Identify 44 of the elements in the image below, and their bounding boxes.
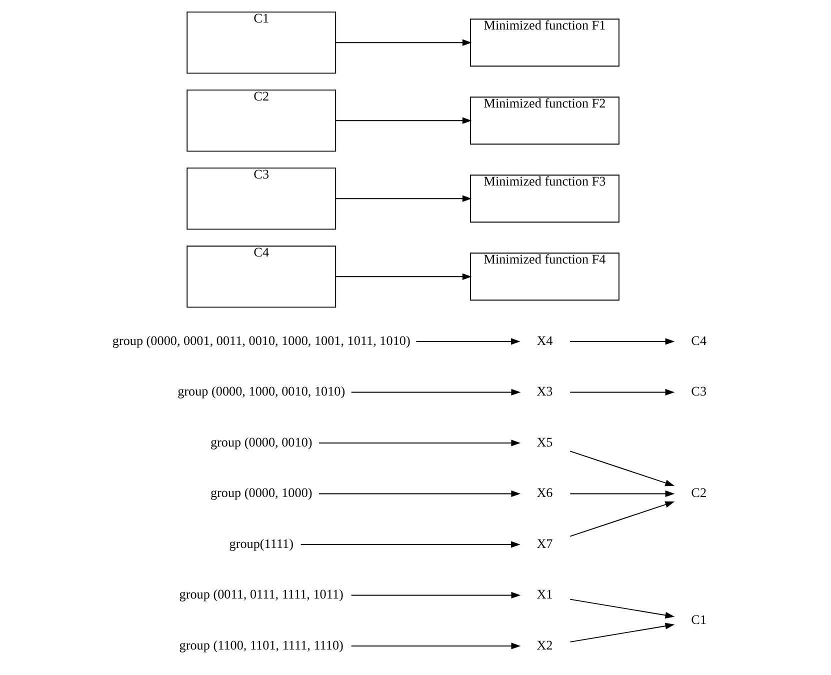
arrow <box>570 450 675 486</box>
node-box: Minimized function F2 <box>470 96 620 145</box>
node-text: group (0011, 0111, 1111, 1011) <box>179 586 344 602</box>
arrow <box>416 338 520 345</box>
arrow <box>350 592 521 599</box>
node-box: C3 <box>186 168 336 230</box>
node-text: group (0000, 0001, 0011, 0010, 1000, 1001, 1011, 1010) <box>112 332 410 348</box>
node-box: Minimized function F4 <box>470 252 620 301</box>
node-text: X5 <box>536 434 553 450</box>
arrow <box>350 642 521 650</box>
node-text: group(1111) <box>229 536 294 551</box>
arrow <box>570 501 675 537</box>
node-box: Minimized function F3 <box>470 174 620 223</box>
node-box: Minimized function F1 <box>470 18 620 67</box>
arrow <box>300 541 520 548</box>
arrow <box>570 598 675 618</box>
node-text: X3 <box>536 384 553 399</box>
arrow <box>318 440 521 446</box>
node-text: X4 <box>536 332 553 348</box>
arrow <box>570 338 675 345</box>
arrow <box>335 273 472 280</box>
arrow <box>335 195 472 202</box>
node-text: C1 <box>691 612 707 628</box>
node-box: C1 <box>186 12 336 74</box>
node-text: group (0000, 1000, 0010, 1010) <box>178 384 346 399</box>
node-text: group (0000, 1000) <box>210 485 312 500</box>
node-box: C2 <box>186 90 336 152</box>
arrow <box>335 39 472 46</box>
node-text: X2 <box>536 637 553 652</box>
node-text: C4 <box>691 332 707 348</box>
arrow <box>570 622 675 642</box>
arrow <box>318 490 521 498</box>
node-text: C3 <box>691 384 707 399</box>
node-text: X6 <box>536 485 553 500</box>
node-box: C4 <box>186 246 336 308</box>
node-text: C2 <box>691 485 707 500</box>
node-text: group (0000, 0010) <box>210 434 312 450</box>
node-text: X1 <box>536 586 553 602</box>
arrow <box>350 388 521 396</box>
arrow <box>335 117 472 124</box>
node-text: X7 <box>536 536 553 551</box>
arrow <box>570 388 675 396</box>
arrow <box>570 490 675 498</box>
node-text: group (1100, 1101, 1111, 1110) <box>179 637 344 652</box>
